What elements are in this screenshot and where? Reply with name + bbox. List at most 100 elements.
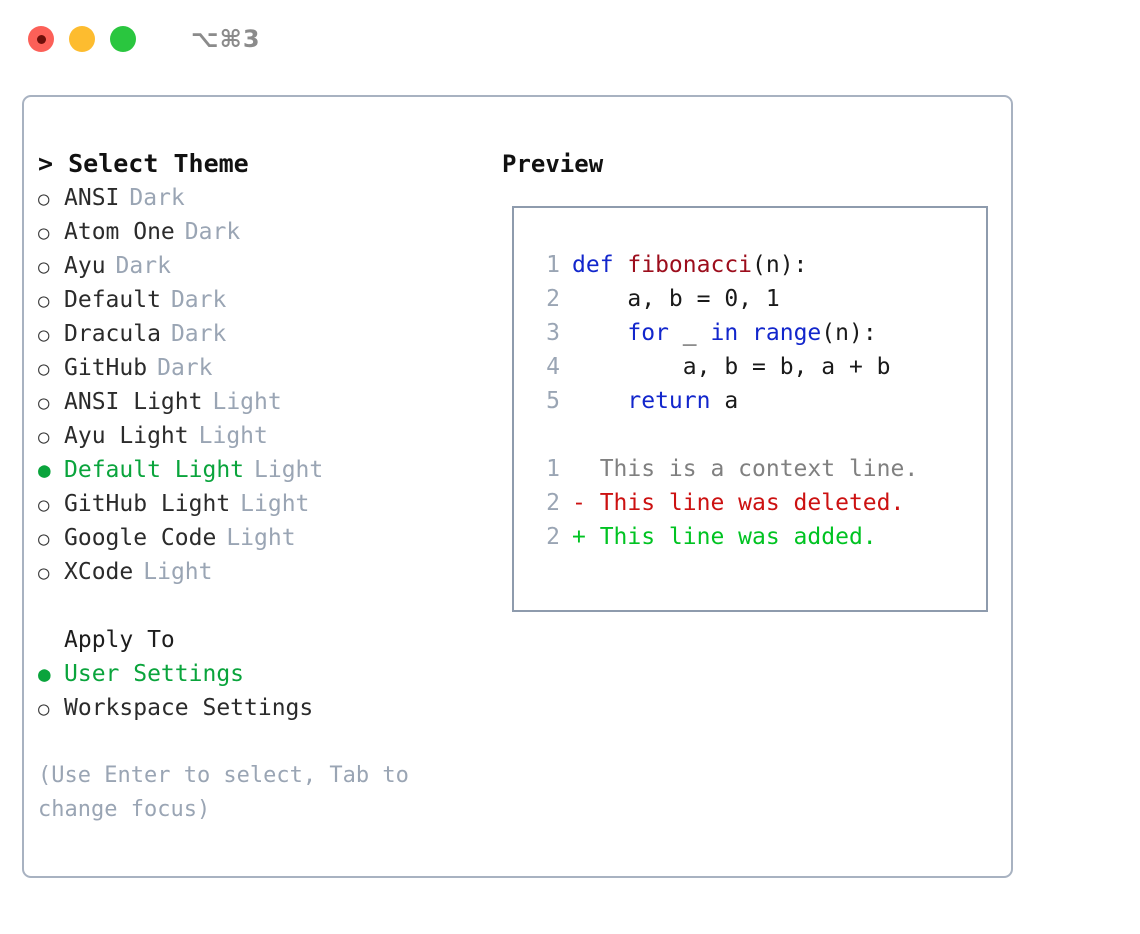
theme-list-item[interactable]: ○ Atom One Dark xyxy=(38,215,478,249)
theme-list-item[interactable]: ○ Default Dark xyxy=(38,283,478,317)
theme-list-item[interactable]: ○ GitHub Dark xyxy=(38,351,478,385)
window-titlebar: ⌥⌘3 xyxy=(0,0,1140,78)
preview-column: Preview 1 def fibonacci(n): 2 a, b = 0, 1 3… xyxy=(502,147,1002,612)
theme-name-label: GitHub xyxy=(64,355,148,381)
diff-line-text-del: - This line was deleted. xyxy=(572,490,905,516)
apply-to-list: ● User Settings ○ Workspace Settings xyxy=(38,657,478,725)
code-token-plain: a, b = b, a + b xyxy=(572,354,891,380)
theme-list-item[interactable]: ○ ANSI Light Light xyxy=(38,385,478,419)
theme-variant-tag: Dark xyxy=(184,219,241,245)
line-number: 4 xyxy=(546,354,560,380)
code-token-plain: a xyxy=(710,388,739,414)
window-close-button[interactable] xyxy=(28,26,54,52)
theme-name-label: ANSI Light xyxy=(64,389,203,415)
theme-name-label: Atom One xyxy=(64,219,175,245)
theme-variant-tag: Light xyxy=(143,559,213,585)
code-token-plain: (n): xyxy=(752,252,808,278)
radio-unselected-icon[interactable]: ○ xyxy=(38,256,50,278)
code-line: 5 return a xyxy=(526,384,986,418)
theme-variant-tag: Dark xyxy=(157,355,213,381)
theme-variant-tag: Light xyxy=(240,491,310,517)
radio-unselected-icon[interactable]: ○ xyxy=(38,324,50,346)
radio-unselected-icon[interactable]: ○ xyxy=(38,426,50,448)
theme-name-label: GitHub Light xyxy=(64,491,231,517)
code-line: 3 for _ in range(n): xyxy=(526,316,986,350)
code-token-plain: _ xyxy=(668,320,711,346)
radio-unselected-icon[interactable]: ○ xyxy=(38,358,50,380)
code-line-text: for _ in range(n): xyxy=(572,316,876,350)
radio-unselected-icon[interactable]: ○ xyxy=(38,188,50,210)
diff-line-text-ctx: This is a context line. xyxy=(572,456,919,482)
keyboard-hint-text: (Use Enter to select, Tab to change focu… xyxy=(38,763,409,822)
theme-variant-tag: Light xyxy=(198,423,268,449)
theme-name-label: Ayu Light xyxy=(64,423,189,449)
window-maximize-button[interactable] xyxy=(110,26,136,52)
preview-box: 1 def fibonacci(n): 2 a, b = 0, 1 3 for _ i… xyxy=(512,206,988,612)
code-line-text: def fibonacci(n): xyxy=(572,248,807,282)
theme-list-item[interactable]: ○ Ayu Light Light xyxy=(38,419,478,453)
code-token-fn: fibonacci xyxy=(627,252,753,278)
apply-to-label: Workspace Settings xyxy=(64,695,314,721)
code-line-text: a, b = 0, 1 xyxy=(572,282,780,316)
apply-to-label: User Settings xyxy=(64,661,245,687)
radio-unselected-icon[interactable]: ○ xyxy=(38,494,50,516)
line-number: 2 xyxy=(546,490,560,516)
radio-unselected-icon[interactable]: ○ xyxy=(38,222,50,244)
radio-unselected-icon[interactable]: ○ xyxy=(38,290,50,312)
radio-unselected-icon[interactable]: ○ xyxy=(38,528,50,550)
line-number: 3 xyxy=(546,320,560,346)
diff-line: 1 This is a context line. xyxy=(526,452,986,486)
radio-unselected-icon[interactable]: ○ xyxy=(38,392,50,414)
radio-unselected-icon[interactable]: ○ xyxy=(38,562,50,584)
theme-variant-tag: Dark xyxy=(170,287,227,313)
theme-name-label: Ayu xyxy=(64,253,106,279)
code-diff-spacer xyxy=(526,418,986,452)
code-token-plain xyxy=(738,320,752,346)
theme-name-label: Default xyxy=(64,287,161,313)
window-minimize-button[interactable] xyxy=(69,26,95,52)
code-token-kw: return xyxy=(627,388,711,414)
select-theme-header: > Select Theme xyxy=(38,149,249,178)
theme-name-label: Default Light xyxy=(64,457,245,483)
radio-unselected-icon[interactable]: ○ xyxy=(38,698,50,720)
line-number: 2 xyxy=(546,286,560,312)
code-token-kw: in xyxy=(710,320,739,346)
code-line-text: return a xyxy=(572,384,738,418)
diff-line: 2 - This line was deleted. xyxy=(526,486,986,520)
preview-title: Preview xyxy=(502,150,604,178)
radio-selected-icon[interactable]: ● xyxy=(38,662,51,686)
code-token-plain: a, b = 0, 1 xyxy=(572,286,780,312)
apply-to-header: Apply To xyxy=(64,627,175,653)
radio-selected-icon[interactable]: ● xyxy=(38,458,51,482)
diff-line: 2 + This line was added. xyxy=(526,520,986,554)
theme-list-item[interactable]: ○ GitHub Light Light xyxy=(38,487,478,521)
theme-variant-tag: Dark xyxy=(129,185,185,211)
apply-to-item[interactable]: ○ Workspace Settings xyxy=(38,691,478,725)
apply-to-item[interactable]: ● User Settings xyxy=(38,657,478,691)
code-line-text: a, b = b, a + b xyxy=(572,350,891,384)
code-sample: 1 def fibonacci(n): 2 a, b = 0, 1 3 for _ i… xyxy=(526,248,986,418)
code-token-plain xyxy=(572,320,627,346)
line-number: 1 xyxy=(546,252,560,278)
theme-list-item[interactable]: ○ Ayu Dark xyxy=(38,249,478,283)
diff-sample: 1 This is a context line. 2 - This line wa… xyxy=(526,452,986,554)
theme-variant-tag: Dark xyxy=(115,253,171,279)
theme-name-label: Google Code xyxy=(64,525,217,551)
theme-variant-tag: Light xyxy=(212,389,282,415)
record-indicator-icon xyxy=(36,34,46,44)
code-line: 4 a, b = b, a + b xyxy=(526,350,986,384)
keyboard-shortcut-label: ⌥⌘3 xyxy=(191,25,261,53)
line-number: 2 xyxy=(546,524,560,550)
code-token-kw: range xyxy=(752,320,822,346)
line-number: 1 xyxy=(546,456,560,482)
diff-line-text-add: + This line was added. xyxy=(572,524,877,550)
code-line: 1 def fibonacci(n): xyxy=(526,248,986,282)
